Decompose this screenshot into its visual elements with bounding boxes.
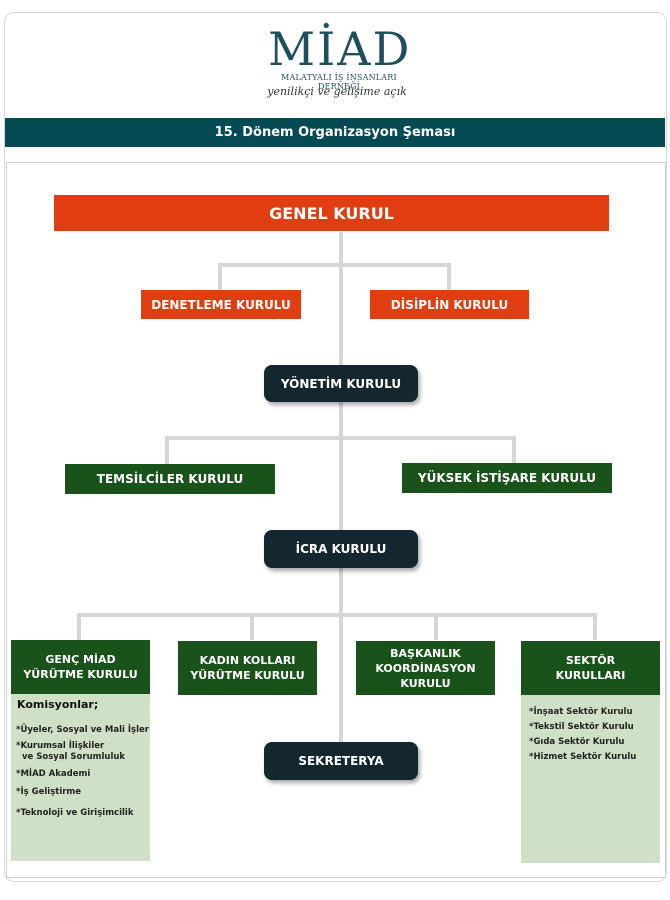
kadin-kollari-box: KADIN KOLLARI YÜRÜTME KURULU [178,641,317,695]
baskanlik-koordinasyon-box: BAŞKANLIK KOORDİNASYON KURULU [356,641,495,695]
komisyon-item: *Üyeler, Sosyal ve Mali İşler [16,725,149,735]
genel-kurul-box: GENEL KURUL [54,195,609,231]
logo-wordmark: MİAD [268,22,412,76]
sektor-kurullari-box: SEKTÖR KURULLARI [521,641,660,695]
baskanlik-label-1: BAŞKANLIK [390,646,461,660]
yonetim-kurulu-box: YÖNETİM KURULU [264,365,418,402]
org-chart-frame [6,162,666,878]
sektor-item: *Gıda Sektör Kurulu [529,737,625,747]
komisyon-item: *Teknoloji ve Girişimcilik [16,808,134,818]
temsilciler-kurulu-box: TEMSİLCİLER KURULU [65,464,275,494]
sektor-item: *Tekstil Sektör Kurulu [529,722,634,732]
baskanlik-label-3: KURULU [400,676,451,690]
yuksek-istisare-kurulu-box: YÜKSEK İSTİŞARE KURULU [402,463,612,493]
kadin-kollari-label: KADIN KOLLARI [199,654,296,667]
icra-kurulu-box: İCRA KURULU [264,530,418,568]
kadin-kollari-label-2: YÜRÜTME KURULU [190,669,305,682]
denetleme-kurulu-box: DENETLEME KURULU [141,290,301,319]
baskanlik-label-2: KOORDİNASYON [375,661,476,675]
sekreterya-box: SEKRETERYA [264,742,418,780]
genc-miad-label: GENÇ MİAD [45,653,116,666]
sektor-label-1: SEKTÖR [565,654,616,667]
komisyon-item: *İş Geliştirme [16,787,82,797]
komisyon-item: ve Sosyal Sorumluluk [22,752,126,762]
genc-miad-label-2: YÜRÜTME KURULU [23,668,138,681]
sektor-label-2: KURULLARI [555,669,626,682]
komisyon-item: *Kurumsal İlişkiler [16,741,105,751]
disiplin-kurulu-box: DİSİPLİN KURULU [370,290,529,319]
komisyonlar-title: Komisyonlar; [17,698,99,711]
logo-tagline: yenilikçi ve gelişime açık [267,85,407,98]
sektor-item: *Hizmet Sektör Kurulu [529,752,637,762]
sektor-item: *İnşaat Sektör Kurulu [529,707,633,717]
logo-subtitle: MALATYALI İŞ İNSANLARI DERNEĞİ [281,73,397,91]
page-title-banner: 15. Dönem Organizasyon Şeması [5,118,665,147]
genc-miad-box: GENÇ MİAD YÜRÜTME KURULU [11,640,150,694]
komisyon-item: *MİAD Akademi [16,769,91,779]
